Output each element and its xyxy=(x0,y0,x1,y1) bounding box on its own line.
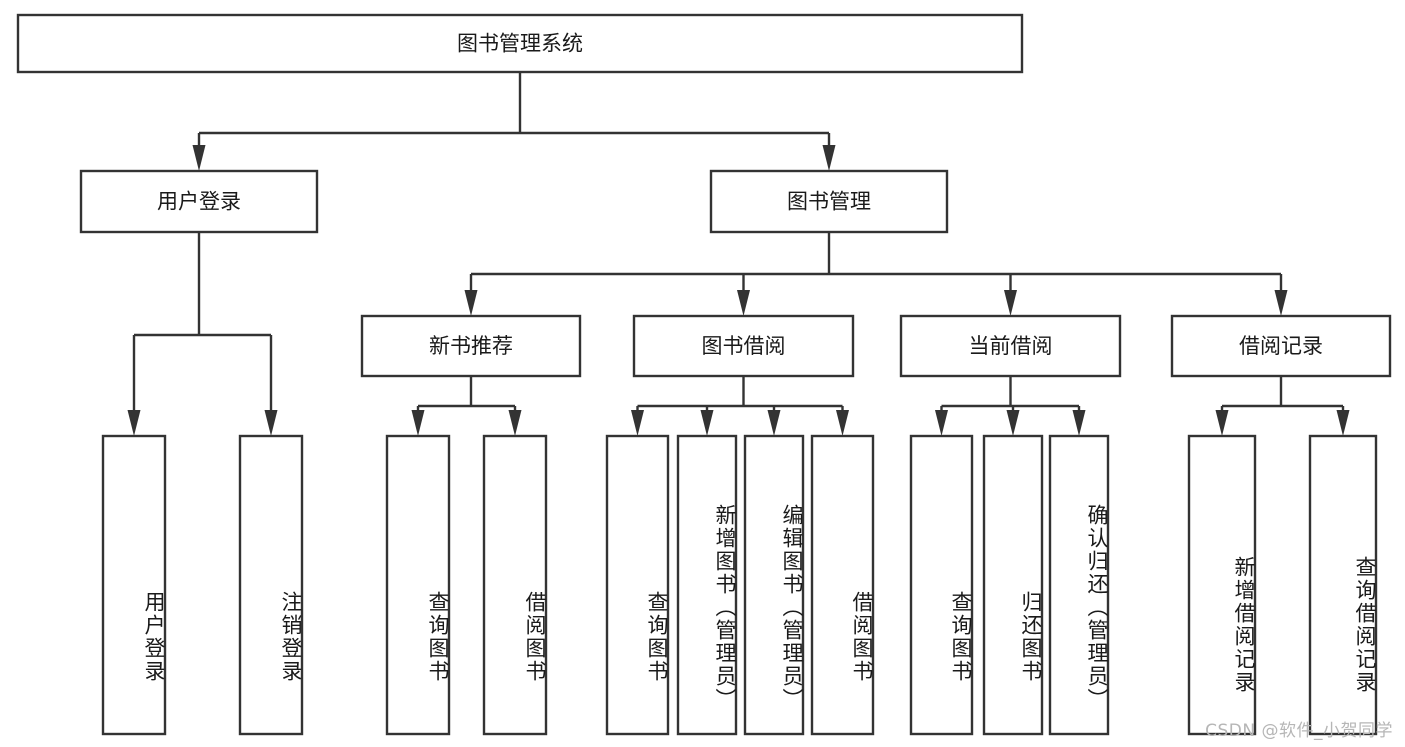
node-leaf_borrow_book_1[interactable] xyxy=(482,434,548,736)
node-box-leaf_confirm_return[interactable] xyxy=(1048,434,1110,736)
node-leaf_logout[interactable] xyxy=(238,434,304,736)
node-box-leaf_query_book_3[interactable] xyxy=(909,434,974,736)
node-leaf_user_login[interactable] xyxy=(101,434,167,736)
node-leaf_return_book[interactable] xyxy=(982,434,1044,736)
edge-group-book_manage xyxy=(464,232,1288,316)
arrow-head-user_login xyxy=(192,145,206,171)
edge-group-current_borrow xyxy=(935,376,1086,436)
node-box-leaf_query_book_1[interactable] xyxy=(385,434,451,736)
node-label-book_borrow: 图书借阅 xyxy=(702,334,786,358)
node-box-root[interactable] xyxy=(16,13,1024,74)
arrow-head-leaf_query_book_3 xyxy=(935,410,948,436)
node-box-leaf_query_book_2[interactable] xyxy=(605,434,670,736)
node-box-leaf_query_record[interactable] xyxy=(1308,434,1378,736)
node-book_borrow[interactable]: 图书借阅 xyxy=(632,314,855,378)
arrow-head-leaf_logout xyxy=(264,410,278,436)
arrow-head-leaf_query_book_2 xyxy=(631,410,644,436)
node-box-new_book_rec[interactable] xyxy=(360,314,582,378)
arrow-head-borrow_record xyxy=(1274,290,1288,316)
node-box-book_manage[interactable] xyxy=(709,169,949,234)
node-leaf_borrow_book_2[interactable] xyxy=(810,434,875,736)
node-leaf_query_book_2[interactable] xyxy=(605,434,670,736)
node-leaf_edit_book[interactable] xyxy=(743,434,805,736)
edge-group-new_book_rec xyxy=(411,376,522,436)
node-user_login[interactable]: 用户登录 xyxy=(79,169,319,234)
node-box-user_login[interactable] xyxy=(79,169,319,234)
node-leaf_add_record[interactable] xyxy=(1187,434,1257,736)
node-label-root: 图书管理系统 xyxy=(457,32,583,56)
arrow-head-leaf_add_record xyxy=(1215,410,1229,436)
arrow-head-book_manage xyxy=(822,145,836,171)
node-box-leaf_add_book[interactable] xyxy=(676,434,738,736)
node-box-leaf_borrow_book_2[interactable] xyxy=(810,434,875,736)
node-box-leaf_return_book[interactable] xyxy=(982,434,1044,736)
node-box-leaf_borrow_book_1[interactable] xyxy=(482,434,548,736)
arrow-head-leaf_confirm_return xyxy=(1072,410,1086,436)
node-label-new_book_rec: 新书推荐 xyxy=(429,334,513,358)
node-leaf_query_record[interactable] xyxy=(1308,434,1378,736)
edge-group-root xyxy=(192,72,836,171)
node-label-current_borrow: 当前借阅 xyxy=(969,334,1053,358)
arrow-head-leaf_add_book xyxy=(700,410,714,436)
arrow-head-leaf_borrow_book_2 xyxy=(836,410,849,436)
node-borrow_record[interactable]: 借阅记录 xyxy=(1170,314,1392,378)
node-label-book_manage: 图书管理 xyxy=(787,190,871,214)
arrow-head-book_borrow xyxy=(737,290,750,316)
arrow-head-leaf_return_book xyxy=(1006,410,1020,436)
node-box-book_borrow[interactable] xyxy=(632,314,855,378)
node-box-leaf_edit_book[interactable] xyxy=(743,434,805,736)
arrow-head-leaf_query_record xyxy=(1336,410,1350,436)
arrow-head-leaf_borrow_book_1 xyxy=(508,410,522,436)
node-label-borrow_record: 借阅记录 xyxy=(1239,334,1323,358)
node-box-current_borrow[interactable] xyxy=(899,314,1122,378)
arrow-head-current_borrow xyxy=(1004,290,1017,316)
edge-group-user_login xyxy=(127,232,278,436)
arrow-head-leaf_edit_book xyxy=(767,410,781,436)
node-book_manage[interactable]: 图书管理 xyxy=(709,169,949,234)
node-leaf_query_book_1[interactable] xyxy=(385,434,451,736)
watermark-text: CSDN @软件_小贺同学 xyxy=(1205,721,1393,741)
node-root[interactable]: 图书管理系统 xyxy=(16,13,1024,74)
node-leaf_add_book[interactable] xyxy=(676,434,738,736)
node-new_book_rec[interactable]: 新书推荐 xyxy=(360,314,582,378)
node-label-user_login: 用户登录 xyxy=(157,190,241,214)
arrow-head-leaf_user_login xyxy=(127,410,141,436)
node-box-borrow_record[interactable] xyxy=(1170,314,1392,378)
connector-layer xyxy=(127,72,1350,436)
node-box-leaf_add_record[interactable] xyxy=(1187,434,1257,736)
node-box-leaf_logout[interactable] xyxy=(238,434,304,736)
edge-group-borrow_record xyxy=(1215,376,1350,436)
node-box-leaf_user_login[interactable] xyxy=(101,434,167,736)
node-leaf_query_book_3[interactable] xyxy=(909,434,974,736)
node-leaf_confirm_return[interactable] xyxy=(1048,434,1110,736)
edge-group-book_borrow xyxy=(631,376,849,436)
node-current_borrow[interactable]: 当前借阅 xyxy=(899,314,1122,378)
arrow-head-leaf_query_book_1 xyxy=(411,410,425,436)
arrow-head-new_book_rec xyxy=(464,290,478,316)
